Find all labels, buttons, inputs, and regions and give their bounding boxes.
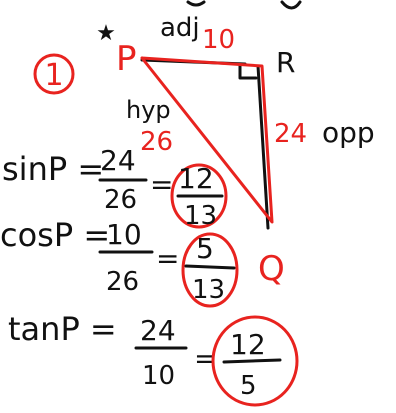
cos-ans-num: 5 xyxy=(196,232,214,265)
sin-den: 26 xyxy=(104,185,137,215)
vertex-q: Q xyxy=(258,249,285,289)
sin-num: 24 xyxy=(100,144,136,177)
opp-value: 24 xyxy=(274,119,307,149)
tan-num: 24 xyxy=(140,314,176,347)
cos-eq: = xyxy=(156,242,179,275)
opp-label: opp xyxy=(322,116,375,149)
tan-ans-den: 5 xyxy=(240,371,257,401)
cos-label: cosP = xyxy=(0,216,110,254)
adj-label: adj xyxy=(160,13,200,43)
tan-den: 10 xyxy=(142,361,175,391)
hyp-label: hyp xyxy=(126,96,171,124)
triangle-side-opp xyxy=(256,64,270,230)
hyp-value: 26 xyxy=(140,127,173,157)
star-icon: ★ xyxy=(96,21,116,46)
sin-ans-den: 13 xyxy=(184,201,217,231)
tan-ans-num: 12 xyxy=(230,328,266,361)
tan-ans-bar xyxy=(222,358,282,364)
problem-number-circle xyxy=(33,53,75,95)
cropped-ink-1 xyxy=(186,0,206,7)
tan-label: tanP = xyxy=(8,310,117,348)
vertex-r: R xyxy=(276,46,295,79)
sin-label: sinP = xyxy=(2,150,104,188)
tan-answer-circle xyxy=(211,315,299,407)
sin-eq: = xyxy=(150,168,173,201)
problem-number: 1 xyxy=(44,58,63,93)
cos-num: 10 xyxy=(106,218,142,251)
right-angle-marker xyxy=(238,64,258,80)
adj-value: 10 xyxy=(202,25,235,55)
cos-ans-den: 13 xyxy=(192,275,225,305)
cos-den: 26 xyxy=(106,267,139,297)
cropped-ink-2 xyxy=(280,0,302,10)
triangle-outline xyxy=(140,56,274,224)
tan-eq: = xyxy=(194,342,217,375)
vertex-p: P xyxy=(116,39,137,79)
sin-ans-num: 12 xyxy=(178,162,214,195)
cos-ans-bar xyxy=(184,264,236,270)
sin-answer-circle xyxy=(170,163,228,229)
cos-answer-circle xyxy=(181,232,239,308)
